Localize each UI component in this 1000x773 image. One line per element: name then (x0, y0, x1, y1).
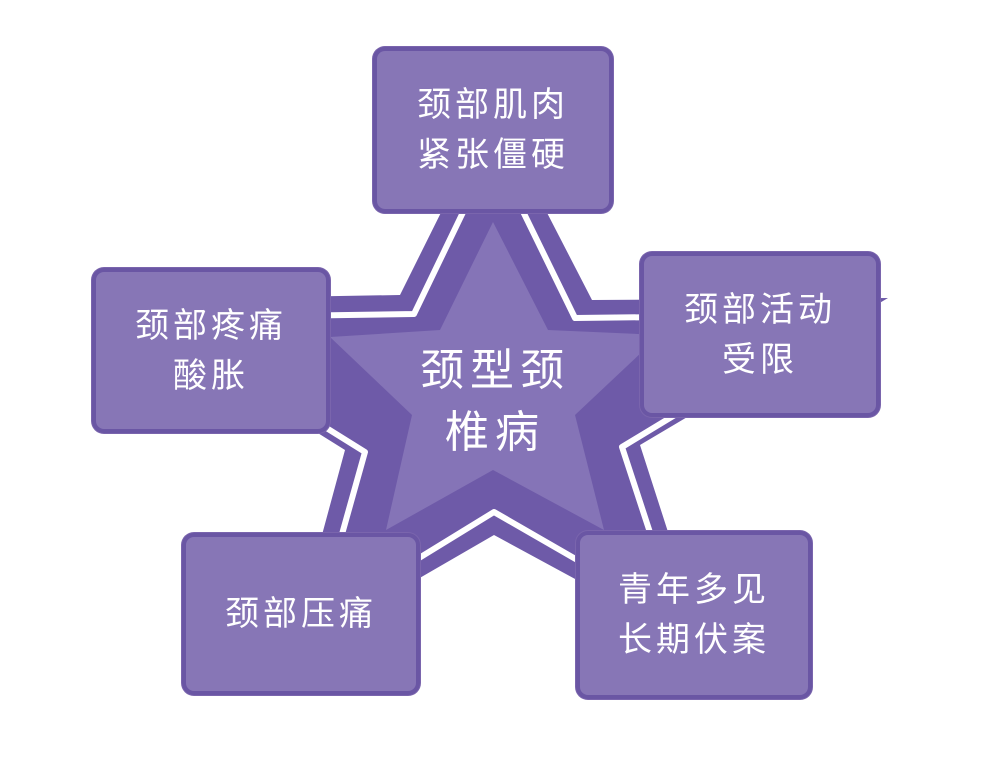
symptom-box-right-line-1: 颈部活动 (684, 289, 836, 330)
symptom-box-top-line-1: 颈部肌肉 (417, 85, 569, 125)
symptom-box-bottom-right: 青年多见 长期伏案 (576, 531, 812, 699)
symptom-box-top-line-2: 紧张僵硬 (417, 135, 569, 175)
center-label-line-2: 椎病 (445, 407, 545, 458)
symptom-box-left: 颈部疼痛 酸胀 (92, 268, 330, 433)
center-label-line-1: 颈型颈 (420, 345, 570, 396)
symptom-box-bottom-left-line-1: 颈部压痛 (225, 594, 377, 634)
star-inner (330, 222, 660, 530)
center-label: 颈型颈 椎病 (390, 327, 600, 477)
symptom-box-bottom-right-line-2: 长期伏案 (618, 620, 770, 660)
symptom-box-right-line-2: 受限 (722, 339, 798, 380)
symptom-box-left-line-2: 酸胀 (173, 355, 249, 396)
symptom-box-right: 颈部活动 受限 (640, 252, 880, 417)
symptom-box-left-line-1: 颈部疼痛 (135, 305, 287, 346)
symptom-box-top: 颈部肌肉 紧张僵硬 (373, 47, 613, 213)
symptom-box-bottom-right-line-1: 青年多见 (618, 570, 770, 610)
symptom-box-bottom-left: 颈部压痛 (182, 533, 420, 695)
